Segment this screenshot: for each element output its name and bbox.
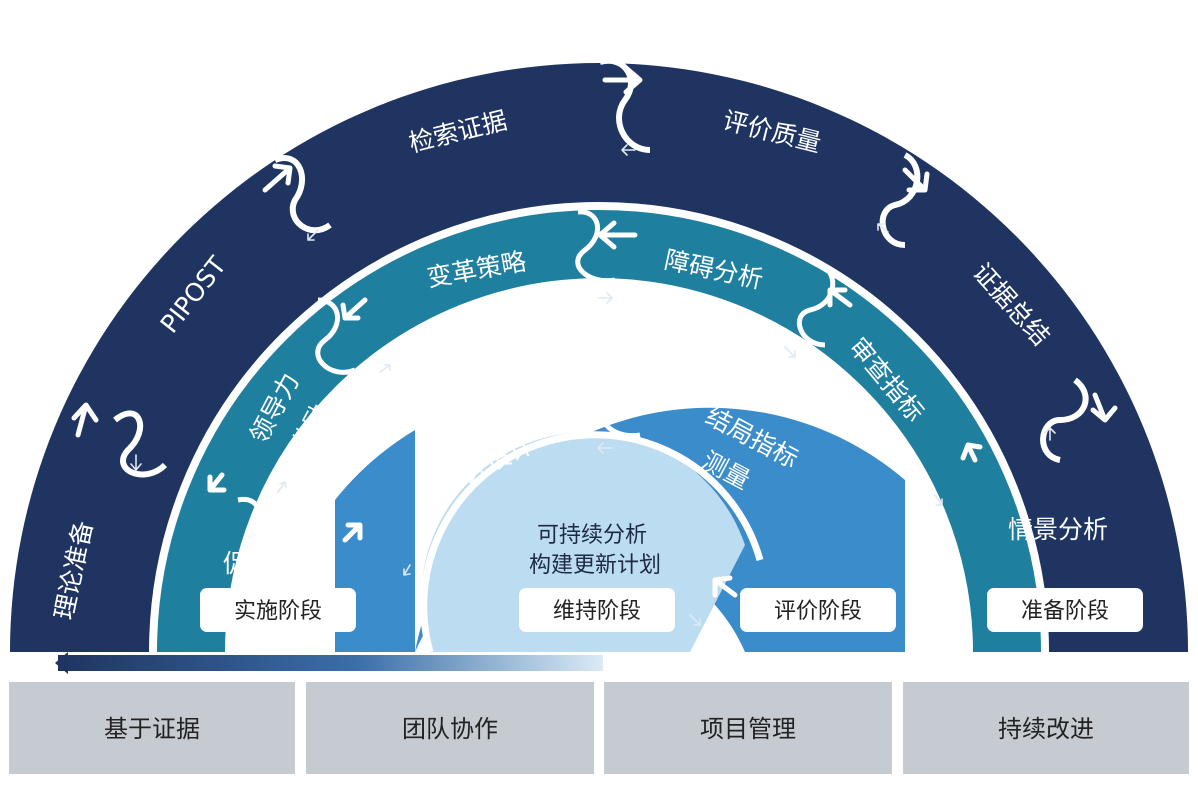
stage-box-evaluation: 评价阶段 xyxy=(740,588,896,632)
stage-box-preparation: 准备阶段 xyxy=(987,588,1143,632)
middle-label-facilitator: 促进因素 xyxy=(223,549,323,578)
stage-box-implementation: 实施阶段 xyxy=(200,588,356,632)
flow-arrows xyxy=(71,65,1118,598)
svg-text:持续改进: 持续改进 xyxy=(998,715,1094,743)
inner-divider-1 xyxy=(594,361,641,439)
svg-text:团队协作: 团队协作 xyxy=(402,715,498,743)
outer-ring xyxy=(10,63,1188,652)
outer-separator xyxy=(149,202,1049,652)
middle-divider-3 xyxy=(796,262,836,348)
stage-box-maintenance: 维持阶段 xyxy=(519,588,675,632)
svg-text:准备阶段: 准备阶段 xyxy=(1021,599,1109,624)
core-separator xyxy=(420,431,764,652)
middle-ring xyxy=(153,206,1045,652)
outer-divider-4 xyxy=(879,152,921,248)
outer-divider-1 xyxy=(113,410,168,478)
foundation-continuous-improvement: 持续改进 xyxy=(903,682,1189,774)
svg-text:基于证据: 基于证据 xyxy=(104,715,200,743)
foundation-teamwork: 团队协作 xyxy=(306,682,594,774)
outer-divider-2 xyxy=(273,155,332,234)
svg-text:项目管理: 项目管理 xyxy=(700,715,796,743)
middle-divider-4 xyxy=(237,496,283,570)
middle-divider-1 xyxy=(315,297,356,375)
foundation-project-management: 项目管理 xyxy=(604,682,892,774)
outer-divider-5 xyxy=(1040,377,1089,463)
progress-bar xyxy=(58,655,603,671)
svg-text:评价阶段: 评价阶段 xyxy=(774,599,862,624)
middle-divider-2 xyxy=(575,209,616,284)
svg-text:维持阶段: 维持阶段 xyxy=(553,599,641,624)
outer-label-scenario: 情景分析 xyxy=(1008,515,1108,544)
small-arrows xyxy=(130,144,1056,626)
progress-arrow-icon xyxy=(55,652,68,674)
svg-text:实施阶段: 实施阶段 xyxy=(234,599,322,624)
core-label-line1: 可持续分析 xyxy=(537,523,647,548)
core-label-line2: 构建更新计划 xyxy=(529,553,661,578)
outer-divider-3 xyxy=(599,57,651,153)
foundation-evidence: 基于证据 xyxy=(9,682,295,774)
